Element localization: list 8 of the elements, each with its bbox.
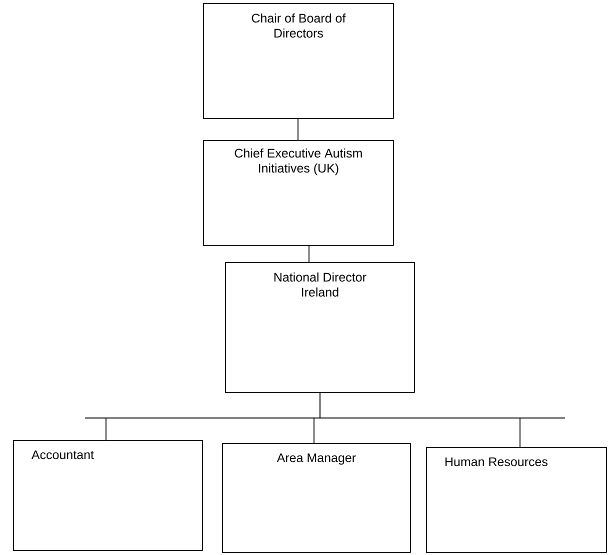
connector-line	[320, 392, 520, 448]
connector-line	[308, 244, 310, 262]
org-box: Accountant	[13, 440, 203, 551]
org-box: National Director Ireland	[225, 262, 415, 393]
org-box: Area Manager	[222, 443, 411, 553]
org-box: Human Resources	[426, 447, 607, 553]
org-box: Chief Executive Autism Initiatives (UK)	[203, 140, 394, 246]
org-box: Chair of Board of Directors	[203, 3, 394, 119]
